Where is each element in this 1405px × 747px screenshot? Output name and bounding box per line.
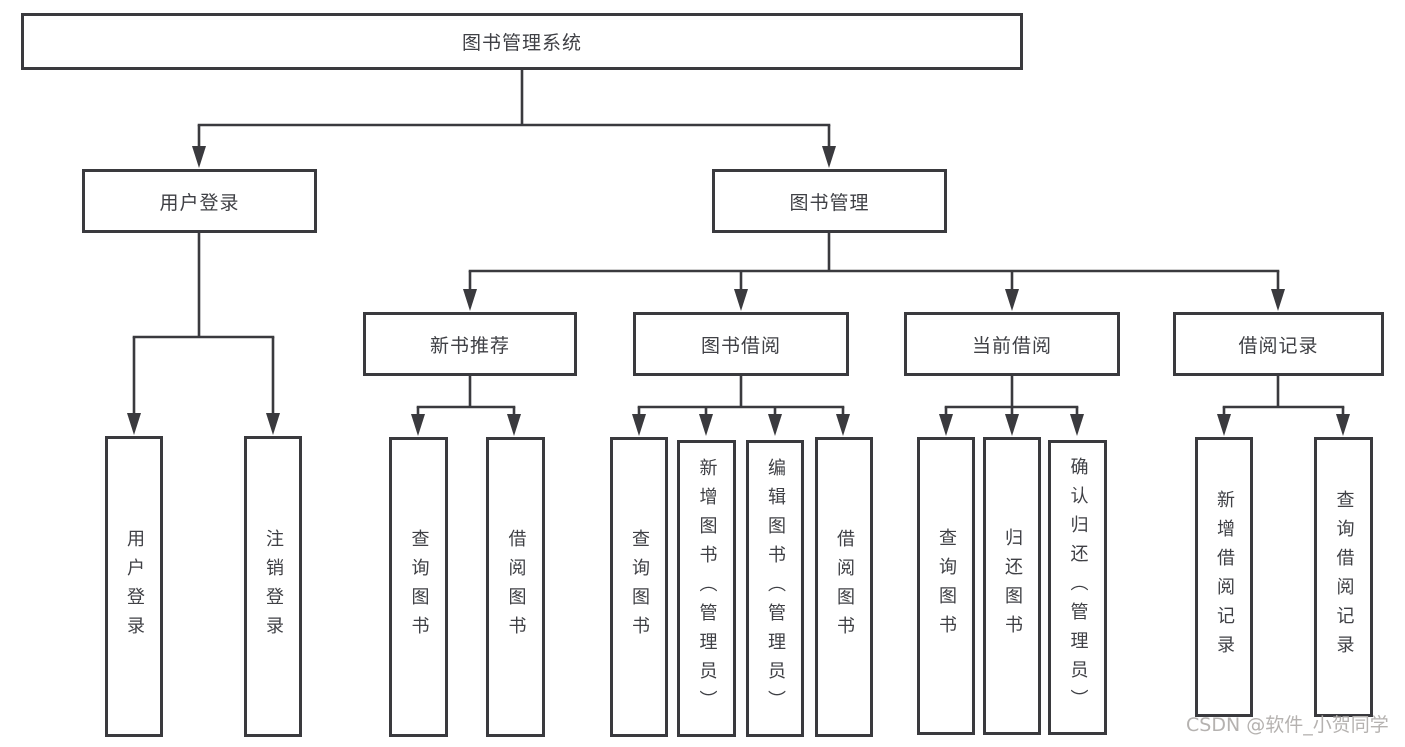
- node-book-management: 图书管理: [712, 169, 947, 233]
- node-label: 查询图书: [629, 529, 650, 645]
- node-new-book-recommend: 新书推荐: [363, 312, 577, 376]
- node-label: 图书借阅: [700, 334, 781, 357]
- csdn-watermark: CSDN @软件_小贺同学: [1186, 714, 1389, 736]
- node-book-borrowing: 图书借阅: [633, 312, 849, 376]
- node-library-management-system: 图书管理系统: [21, 13, 1023, 70]
- node-label: 确认归还（管理员）: [1067, 457, 1089, 718]
- node-label: 借阅记录: [1238, 334, 1319, 357]
- leaf-logout: 注销登录: [244, 436, 302, 737]
- node-label: 借阅图书: [505, 529, 527, 645]
- node-label: 新增图书（管理员）: [696, 458, 718, 719]
- leaf-borrowing-add-books-admin: 新增图书（管理员）: [677, 440, 736, 737]
- node-label: 查询图书: [408, 529, 430, 645]
- leaf-current-query-books: 查询图书: [917, 437, 975, 735]
- node-label: 查询图书: [936, 528, 957, 644]
- node-label: 用户登录: [124, 528, 145, 645]
- node-label: 图书管理系统: [461, 32, 582, 54]
- leaf-recommend-borrow-books: 借阅图书: [486, 437, 545, 737]
- node-label: 图书管理: [789, 191, 870, 214]
- node-label: 借阅图书: [834, 529, 855, 645]
- node-label: 注销登录: [263, 528, 284, 645]
- leaf-user-login: 用户登录: [105, 436, 163, 737]
- node-label: 新书推荐: [429, 334, 510, 357]
- node-label: 归还图书: [1002, 528, 1023, 644]
- leaf-current-return-books: 归还图书: [983, 437, 1041, 735]
- node-label: 当前借阅: [971, 334, 1052, 357]
- leaf-recommend-query-books: 查询图书: [389, 437, 448, 737]
- node-borrowing-records: 借阅记录: [1173, 312, 1384, 376]
- node-current-borrowing: 当前借阅: [904, 312, 1120, 376]
- node-label: 新增借阅记录: [1214, 490, 1235, 664]
- leaf-borrowing-edit-books-admin: 编辑图书（管理员）: [746, 440, 804, 737]
- leaf-borrowing-query-books: 查询图书: [610, 437, 668, 737]
- leaf-borrowing-borrow-books: 借阅图书: [815, 437, 873, 737]
- node-user-login: 用户登录: [82, 169, 317, 233]
- leaf-records-add-record: 新增借阅记录: [1195, 437, 1253, 717]
- node-label: 编辑图书（管理员）: [765, 458, 786, 719]
- node-label: 用户登录: [159, 191, 240, 214]
- leaf-records-query-record: 查询借阅记录: [1314, 437, 1373, 717]
- node-label: 查询借阅记录: [1333, 490, 1355, 664]
- leaf-current-confirm-return-admin: 确认归还（管理员）: [1048, 440, 1107, 735]
